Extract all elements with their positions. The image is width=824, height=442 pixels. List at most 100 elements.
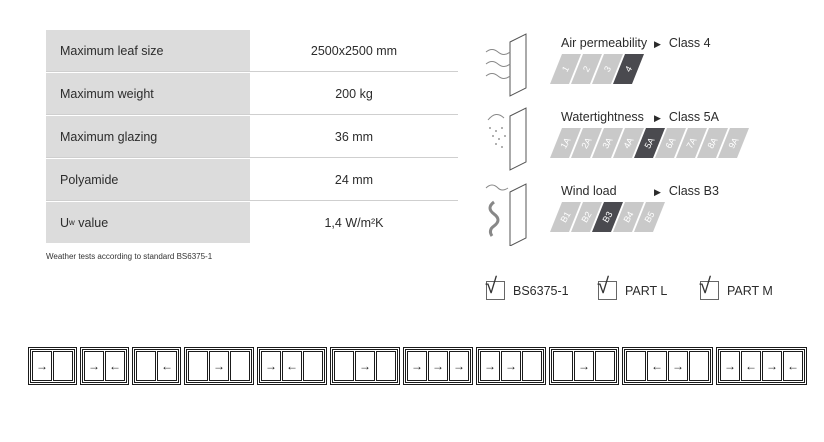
grade-label: 8A <box>705 136 719 151</box>
check-icon: √ <box>699 275 719 300</box>
grade-cell <box>613 128 644 158</box>
fixed-pane <box>334 351 354 381</box>
grade-label: 2 <box>581 64 592 73</box>
configuration-diagram: ←→ <box>622 347 713 385</box>
rating-title: Watertightness <box>561 110 644 124</box>
arrow-right-pane: → <box>84 351 104 381</box>
fixed-pane <box>689 351 709 381</box>
grade-cell <box>676 128 707 158</box>
uw-symbol: U <box>60 215 70 230</box>
configuration-diagram: → <box>28 347 77 385</box>
fixed-pane <box>376 351 396 381</box>
fixed-pane <box>522 351 542 381</box>
grade-cell <box>613 54 644 84</box>
fixed-pane <box>230 351 250 381</box>
configuration-diagram: →→ <box>476 347 546 385</box>
arrow-left-pane: ← <box>282 351 302 381</box>
spec-value: 2500x2500 mm <box>310 43 398 58</box>
arrow-left-pane: ← <box>647 351 667 381</box>
spec-label: Maximum leaf size <box>46 30 250 71</box>
grade-label: B2 <box>579 210 593 225</box>
spec-value: 24 mm <box>334 172 374 187</box>
grade-cell <box>550 54 581 84</box>
spec-value: 36 mm <box>334 129 374 144</box>
grade-cell <box>571 54 602 84</box>
cert-label: BS6375-1 <box>513 283 569 298</box>
grade-label: 5A <box>642 136 656 151</box>
spec-label: Maximum weight <box>46 73 250 114</box>
arrow-left-pane: ← <box>157 351 177 381</box>
arrow-right-pane: → <box>428 351 448 381</box>
fixed-pane <box>553 351 573 381</box>
grade-label: 9A <box>726 136 740 151</box>
arrow-right-pane: → <box>355 351 375 381</box>
rating-class-value: Class 5A <box>668 110 719 124</box>
spec-label: Polyamide <box>46 159 250 200</box>
spec-row: Maximum leaf size 2500x2500 mm <box>46 30 458 72</box>
configuration-diagram: →→→ <box>403 347 473 385</box>
arrow-right-pane: → <box>449 351 469 381</box>
spec-value: 1,4 W/m²K <box>324 215 384 230</box>
grade-cell <box>655 128 686 158</box>
grade-label: 1A <box>558 136 572 151</box>
grade-cell <box>634 128 665 158</box>
spec-row: Polyamide 24 mm <box>46 159 458 201</box>
cert-label: PART M <box>727 283 773 298</box>
uw-subscript: w <box>69 218 75 227</box>
arrow-right-pane: → <box>574 351 594 381</box>
grade-cell <box>697 128 728 158</box>
cert-label: PART L <box>625 283 668 298</box>
grade-label: B3 <box>600 210 614 225</box>
grade-cell <box>634 202 665 232</box>
rating-class-value: Class B3 <box>668 184 719 198</box>
rating-class: ▶Class 4 <box>654 36 711 50</box>
arrow-right-icon: ▶ <box>654 187 661 197</box>
configuration-diagram: →← <box>257 347 327 385</box>
rating-title: Air permeability <box>561 36 648 50</box>
arrow-left-pane: ← <box>741 351 761 381</box>
grade-cell <box>571 128 602 158</box>
arrow-right-icon: ▶ <box>654 39 661 49</box>
fixed-pane <box>595 351 615 381</box>
fixed-pane <box>303 351 323 381</box>
grade-cell <box>718 128 749 158</box>
grade-cell <box>550 202 581 232</box>
grade-label: B4 <box>621 210 635 225</box>
configuration-diagram: ← <box>132 347 181 385</box>
standard-note: Weather tests according to standard BS63… <box>46 252 213 261</box>
arrow-right-pane: → <box>209 351 229 381</box>
arrow-right-pane: → <box>720 351 740 381</box>
arrow-right-icon: ▶ <box>654 113 661 123</box>
rating-class: ▶ Class 5A <box>654 110 719 124</box>
rating-class: ▶ Class B3 <box>654 184 719 198</box>
configuration-diagram: → <box>330 347 400 385</box>
arrow-right-pane: → <box>261 351 281 381</box>
spec-row: Maximum glazing 36 mm <box>46 116 458 158</box>
grade-cell <box>613 202 644 232</box>
cert-part-l: √ PART L <box>597 275 668 300</box>
fixed-pane <box>53 351 73 381</box>
grade-label: 2A <box>579 136 593 151</box>
grade-label: 7A <box>684 136 698 151</box>
arrow-left-pane: ← <box>105 351 125 381</box>
fixed-pane <box>136 351 156 381</box>
grade-label: 3A <box>600 136 614 151</box>
arrow-right-pane: → <box>501 351 521 381</box>
arrow-right-pane: → <box>668 351 688 381</box>
arrow-left-pane: ← <box>783 351 803 381</box>
configuration-diagram: → <box>184 347 254 385</box>
grade-label: 3 <box>602 64 613 73</box>
grade-label: B1 <box>558 210 572 225</box>
uw-label-rest: value <box>74 215 109 230</box>
spec-table: Maximum leaf size 2500x2500 mm Maximum w… <box>46 30 458 244</box>
grade-cell <box>592 202 623 232</box>
